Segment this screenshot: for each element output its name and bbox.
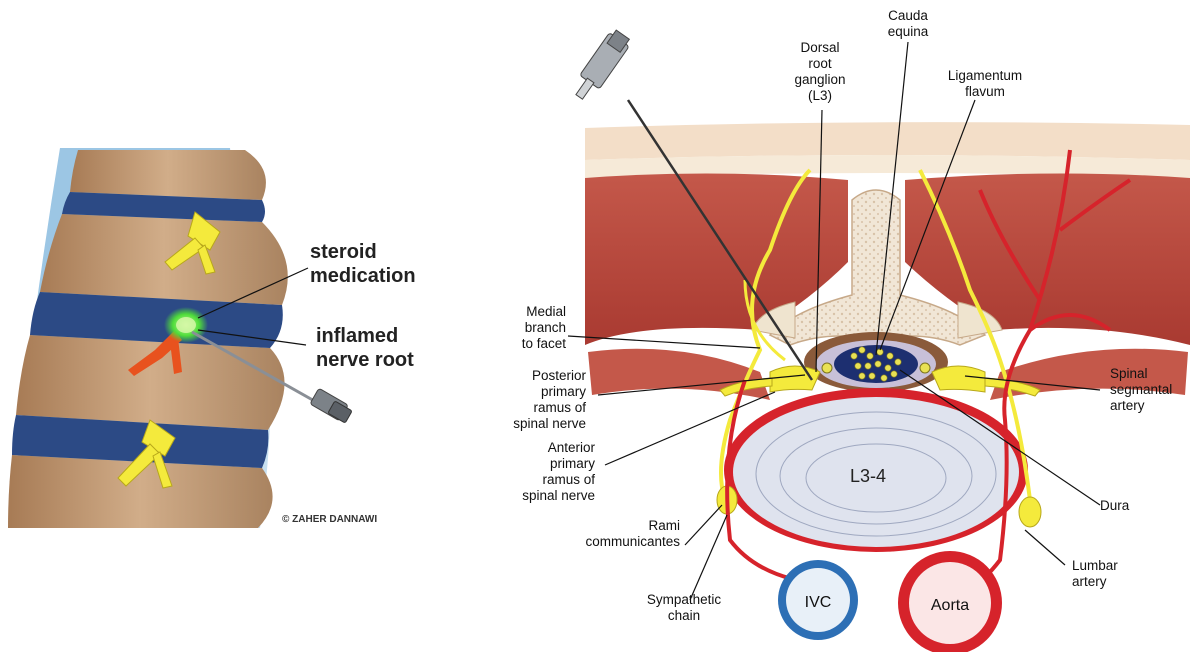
steroid-label-2: medication bbox=[310, 265, 416, 287]
left-spine-illustration: steroid medication inflamed nerve root ©… bbox=[8, 148, 416, 528]
svg-text:Lumbar: Lumbar bbox=[1072, 558, 1118, 573]
svg-text:to facet: to facet bbox=[522, 336, 567, 351]
root-left bbox=[822, 363, 832, 373]
steroid-label-1: steroid bbox=[310, 241, 377, 263]
svg-text:Cauda: Cauda bbox=[888, 8, 928, 23]
svg-text:Dura: Dura bbox=[1100, 498, 1130, 513]
svg-text:flavum: flavum bbox=[965, 84, 1005, 99]
svg-text:Rami: Rami bbox=[648, 518, 680, 533]
svg-text:Anterior: Anterior bbox=[548, 440, 596, 455]
copyright-credit: © ZAHER DANNAWI bbox=[282, 514, 377, 525]
skin-layer bbox=[585, 122, 1190, 160]
label-ligamentum-flavum: Ligamentum flavum bbox=[948, 68, 1022, 99]
svg-text:Sympathetic: Sympathetic bbox=[647, 592, 722, 607]
label-medial-branch: Medial branch to facet bbox=[522, 304, 567, 351]
svg-text:primary: primary bbox=[541, 384, 586, 399]
svg-text:artery: artery bbox=[1072, 574, 1107, 589]
svg-text:spinal nerve: spinal nerve bbox=[513, 416, 586, 431]
svg-text:Dorsal: Dorsal bbox=[800, 40, 839, 55]
label-lumbar-artery: Lumbar artery bbox=[1072, 558, 1118, 589]
vertebra-1 bbox=[70, 150, 266, 200]
svg-text:ramus of: ramus of bbox=[533, 400, 586, 415]
svg-text:Posterior: Posterior bbox=[532, 368, 587, 383]
svg-text:communicantes: communicantes bbox=[585, 534, 680, 549]
aorta-label: Aorta bbox=[931, 597, 969, 614]
nerve-label-1: inflamed bbox=[316, 325, 398, 347]
disc-label: L3-4 bbox=[850, 466, 886, 486]
svg-text:artery: artery bbox=[1110, 398, 1145, 413]
svg-text:ramus of: ramus of bbox=[542, 472, 595, 487]
svg-text:(L3): (L3) bbox=[808, 88, 832, 103]
label-dorsal-root-ganglion: Dorsal root ganglion (L3) bbox=[794, 40, 845, 103]
vertebra-2 bbox=[40, 214, 288, 305]
ivc-label: IVC bbox=[805, 594, 832, 611]
svg-text:spinal nerve: spinal nerve bbox=[522, 488, 595, 503]
svg-text:primary: primary bbox=[550, 456, 595, 471]
right-cross-section: L3-4 IVC Aorta bbox=[513, 8, 1190, 652]
svg-text:Medial: Medial bbox=[526, 304, 566, 319]
svg-text:segmantal: segmantal bbox=[1110, 382, 1172, 397]
label-anterior-ramus: Anterior primary ramus of spinal nerve bbox=[522, 440, 595, 503]
label-cauda-equina: Cauda equina bbox=[888, 8, 929, 39]
sympathetic-ganglion-right bbox=[1019, 497, 1041, 527]
svg-text:ganglion: ganglion bbox=[794, 72, 845, 87]
svg-text:equina: equina bbox=[888, 24, 929, 39]
vertebra-3 bbox=[16, 335, 285, 430]
label-rami-communicantes: Rami communicantes bbox=[585, 518, 680, 549]
label-dura: Dura bbox=[1100, 498, 1130, 513]
svg-text:chain: chain bbox=[668, 608, 700, 623]
svg-text:Spinal: Spinal bbox=[1110, 366, 1148, 381]
nerve-label-2: nerve root bbox=[316, 349, 414, 371]
svg-text:branch: branch bbox=[525, 320, 566, 335]
label-sympathetic-chain: Sympathetic chain bbox=[647, 592, 722, 623]
root-right bbox=[920, 363, 930, 373]
svg-text:root: root bbox=[808, 56, 832, 71]
label-posterior-ramus: Posterior primary ramus of spinal nerve bbox=[513, 368, 586, 431]
svg-text:Ligamentum: Ligamentum bbox=[948, 68, 1022, 83]
